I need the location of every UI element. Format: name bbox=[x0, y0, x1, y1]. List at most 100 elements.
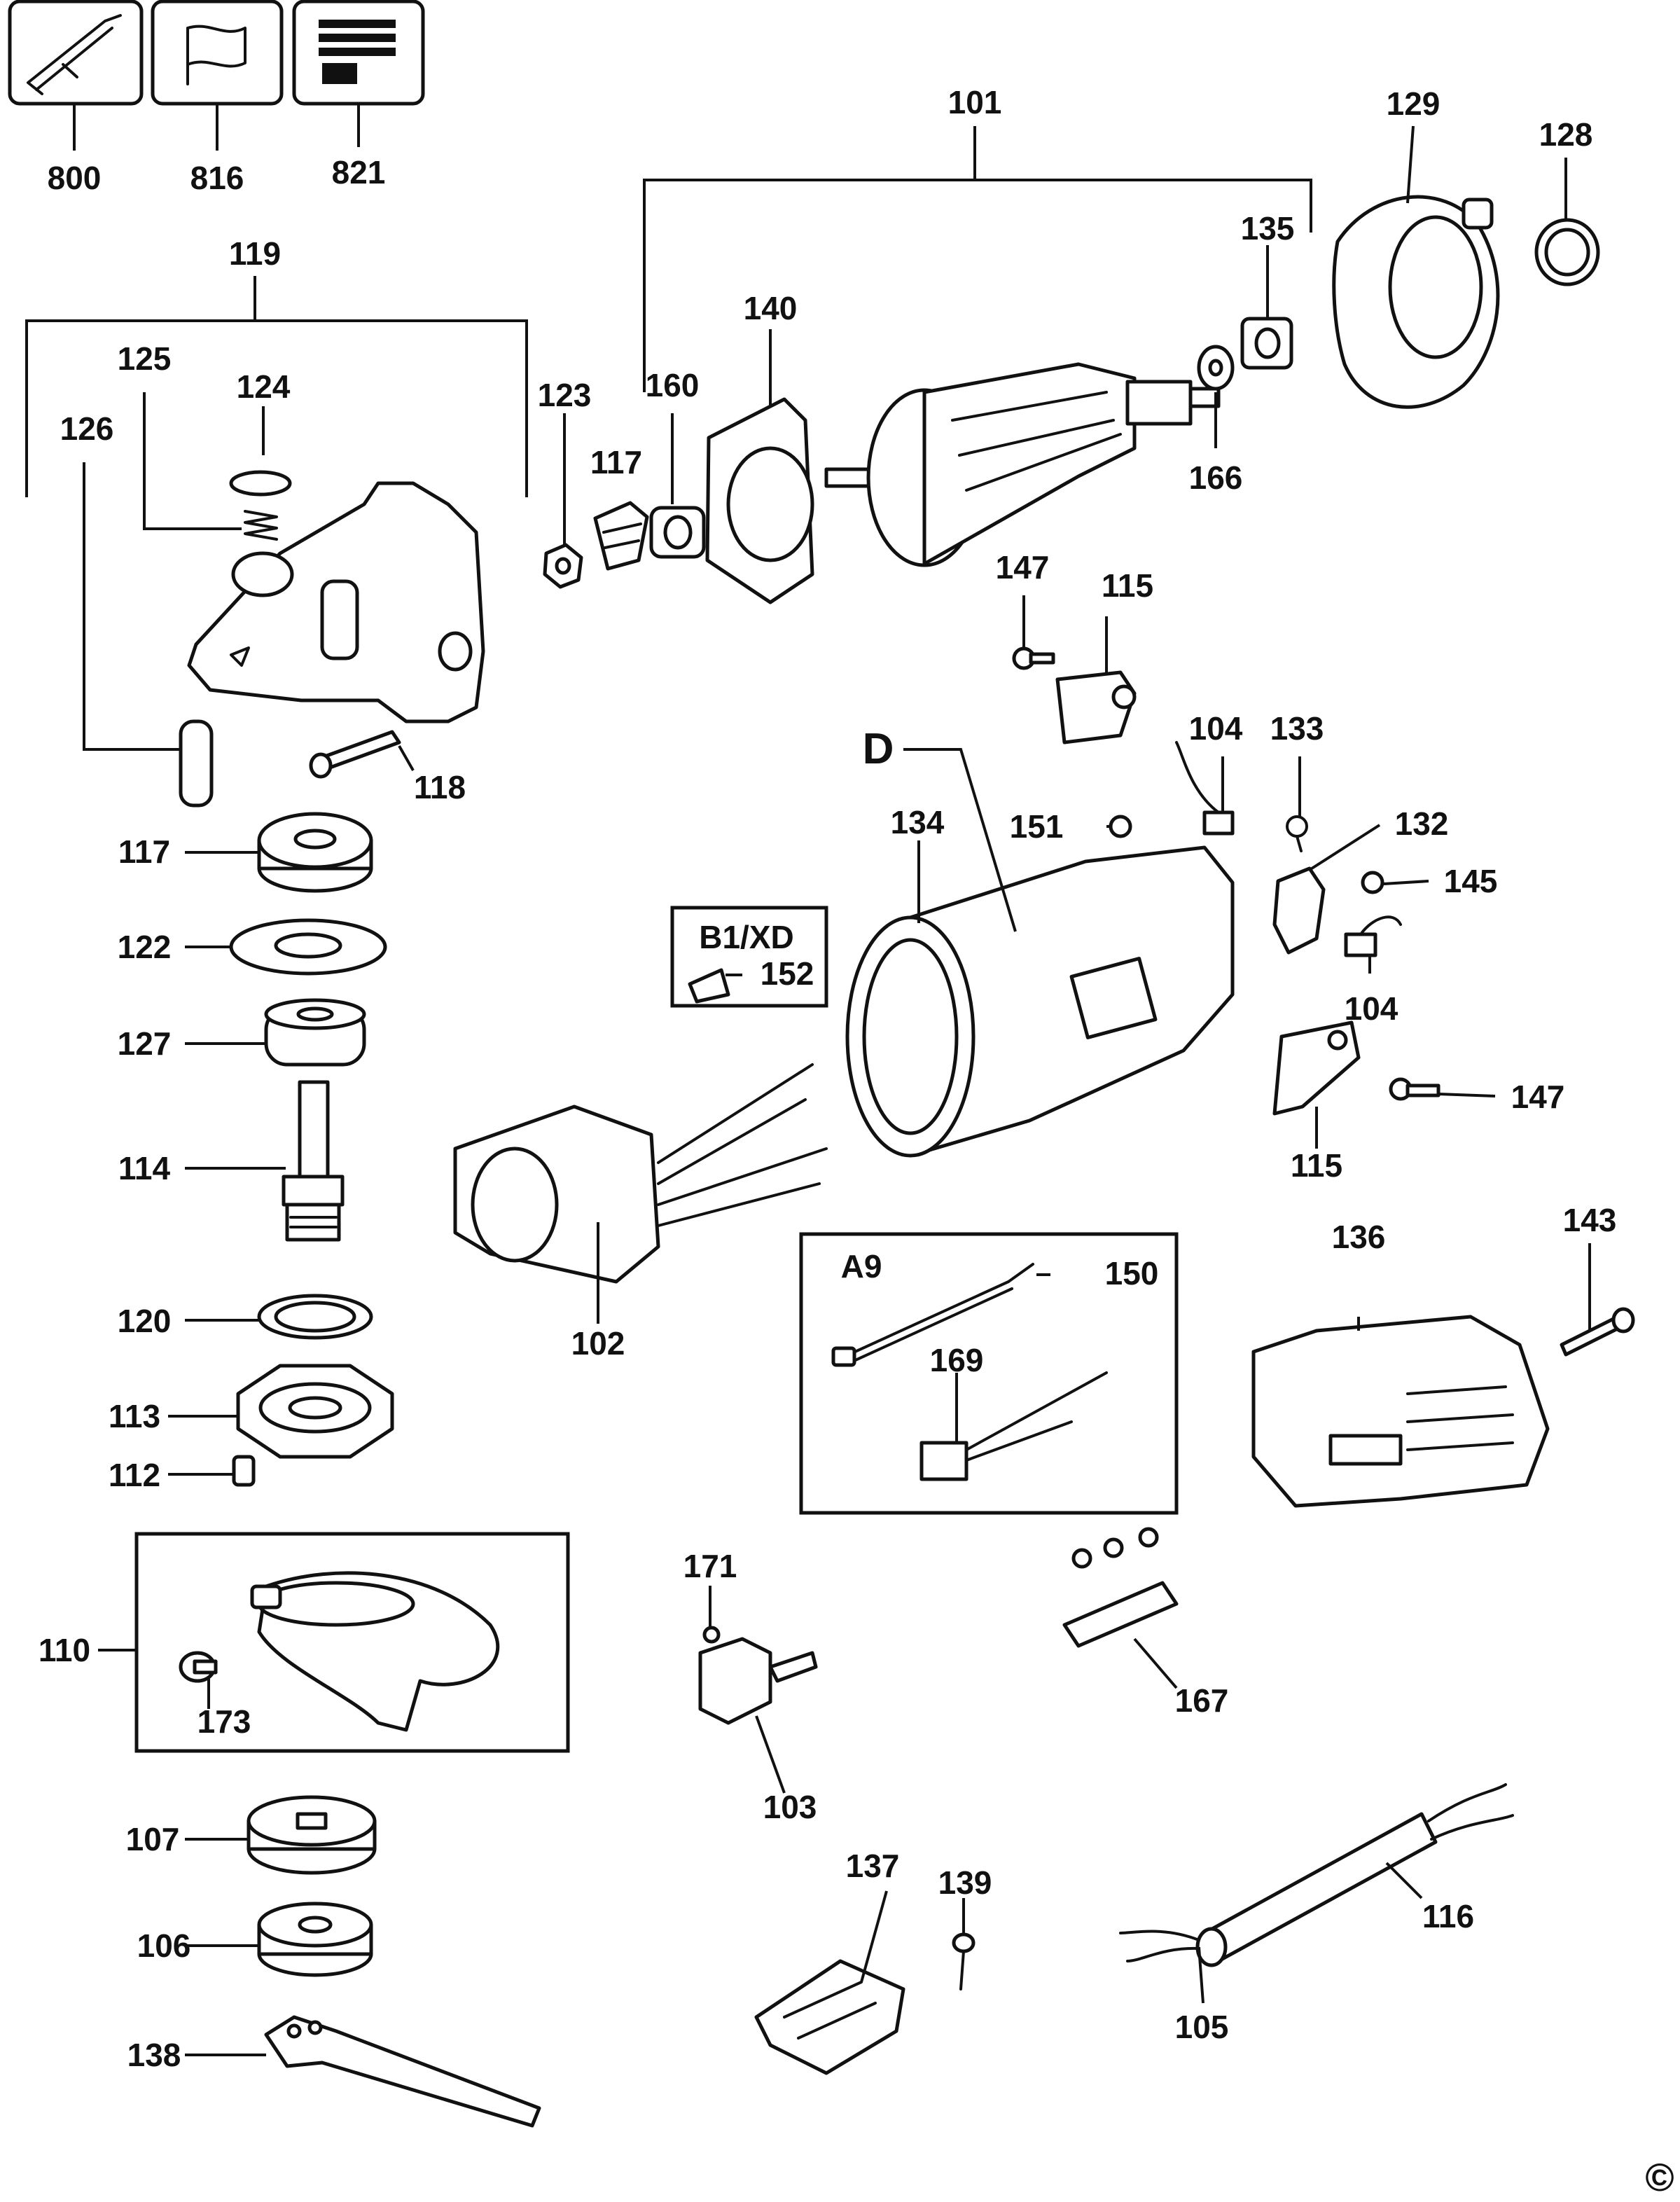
lock-pin-126 bbox=[179, 719, 214, 808]
label-138: 138 bbox=[127, 2037, 181, 2073]
label-115-bottom: 115 bbox=[1291, 1147, 1342, 1184]
washer-166 bbox=[1197, 345, 1235, 391]
armature bbox=[824, 362, 1221, 567]
clip-115-bottom bbox=[1272, 1020, 1361, 1116]
label-103: 103 bbox=[763, 1789, 817, 1825]
label-112: 112 bbox=[109, 1457, 160, 1493]
flange-housing-113 bbox=[236, 1364, 394, 1459]
label-116: 116 bbox=[1422, 1898, 1474, 1934]
label-800: 800 bbox=[48, 160, 102, 196]
o-ring-124 bbox=[229, 470, 292, 497]
label-a9: A9 bbox=[841, 1248, 882, 1284]
screw-139 bbox=[952, 1932, 976, 1990]
brush-holder-132 bbox=[1272, 866, 1326, 955]
label-152: 152 bbox=[761, 955, 814, 992]
label-123: 123 bbox=[538, 377, 592, 413]
label-173: 173 bbox=[197, 1703, 251, 1740]
label-101: 101 bbox=[948, 84, 1002, 120]
label-110: 110 bbox=[39, 1632, 90, 1668]
bearing-127 bbox=[264, 998, 366, 1067]
ring-128 bbox=[1534, 218, 1600, 286]
nut-123 bbox=[543, 543, 583, 589]
b1xd-box bbox=[670, 906, 828, 1008]
screw-173 bbox=[179, 1651, 218, 1683]
motor-housing-134 bbox=[845, 845, 1235, 1158]
leader-lines bbox=[83, 125, 1591, 2056]
washer-120 bbox=[257, 1294, 373, 1340]
label-821: 821 bbox=[332, 154, 386, 191]
bearing-cover-129 bbox=[1332, 195, 1500, 409]
component-169 bbox=[919, 1371, 1108, 1481]
pin-wrench-138 bbox=[264, 2015, 541, 2128]
tool-icon-800 bbox=[8, 0, 144, 106]
bracket-119 bbox=[25, 276, 528, 497]
label-143: 143 bbox=[1563, 1202, 1617, 1238]
label-147-top: 147 bbox=[996, 549, 1050, 586]
label-139: 139 bbox=[938, 1864, 992, 1901]
fan-baffle-140 bbox=[705, 397, 814, 604]
label-120: 120 bbox=[118, 1303, 172, 1339]
bearing-160 bbox=[649, 506, 706, 559]
label-134: 134 bbox=[891, 804, 945, 840]
bearing-135 bbox=[1240, 317, 1293, 370]
label-136: 136 bbox=[1332, 1219, 1386, 1255]
label-160: 160 bbox=[646, 367, 700, 403]
label-124: 124 bbox=[237, 368, 291, 405]
stator-102 bbox=[453, 1063, 828, 1284]
outer-flange-107 bbox=[247, 1795, 377, 1875]
label-150: 150 bbox=[1105, 1255, 1159, 1292]
label-132: 132 bbox=[1395, 805, 1449, 842]
label-147-bottom: 147 bbox=[1511, 1079, 1565, 1115]
label-105: 105 bbox=[1175, 2009, 1229, 2045]
wheel-guard-110 bbox=[250, 1571, 500, 1732]
screw-147-top bbox=[1012, 646, 1055, 670]
label-151: 151 bbox=[1010, 808, 1064, 845]
flag-icon-816 bbox=[151, 0, 284, 106]
screw-147-bottom bbox=[1389, 1077, 1441, 1101]
label-816: 816 bbox=[190, 160, 244, 196]
label-169: 169 bbox=[930, 1342, 984, 1378]
label-137: 137 bbox=[846, 1848, 900, 1884]
gear-housing-119 bbox=[187, 481, 485, 723]
label-104-bottom: 104 bbox=[1345, 990, 1398, 1027]
label-129: 129 bbox=[1387, 85, 1441, 122]
spring-125 bbox=[244, 510, 278, 541]
label-118: 118 bbox=[414, 769, 466, 805]
rear-housing-136 bbox=[1251, 1315, 1550, 1508]
label-113: 113 bbox=[109, 1398, 160, 1434]
label-107: 107 bbox=[126, 1821, 180, 1857]
label-171: 171 bbox=[683, 1548, 737, 1584]
label-126: 126 bbox=[60, 410, 114, 447]
label-114: 114 bbox=[118, 1150, 171, 1186]
label-119: 119 bbox=[229, 235, 281, 272]
screw-151 bbox=[1109, 815, 1132, 838]
label-102: 102 bbox=[571, 1325, 625, 1362]
label-135: 135 bbox=[1241, 210, 1295, 247]
switch-103 bbox=[698, 1637, 818, 1725]
bracket-101 bbox=[643, 126, 1312, 392]
label-115-top: 115 bbox=[1102, 567, 1153, 604]
label-125: 125 bbox=[118, 340, 172, 377]
pinion-117 bbox=[593, 501, 649, 571]
bevel-gear-117 bbox=[257, 812, 373, 893]
carbon-brush-104-bottom bbox=[1344, 915, 1402, 957]
spindle-114 bbox=[282, 1080, 345, 1242]
label-b1xd: B1/XD bbox=[699, 919, 793, 955]
screw-143 bbox=[1560, 1307, 1635, 1357]
screw-112 bbox=[232, 1455, 256, 1487]
copyright-symbol: © bbox=[1645, 2155, 1674, 2199]
clip-115-top bbox=[1055, 670, 1137, 745]
spring-133 bbox=[1286, 815, 1308, 852]
cord-clamp-137 bbox=[754, 1959, 905, 2075]
label-133: 133 bbox=[1270, 710, 1324, 747]
label-D: D bbox=[863, 725, 894, 773]
screw-171 bbox=[702, 1626, 721, 1644]
cable-150 bbox=[831, 1263, 1034, 1367]
terminal-block-167 bbox=[1062, 1527, 1179, 1648]
label-166: 166 bbox=[1189, 459, 1243, 496]
screw-145 bbox=[1361, 871, 1384, 894]
screw-118 bbox=[309, 730, 401, 779]
label-104-top: 104 bbox=[1189, 710, 1243, 747]
label-140: 140 bbox=[744, 290, 798, 326]
